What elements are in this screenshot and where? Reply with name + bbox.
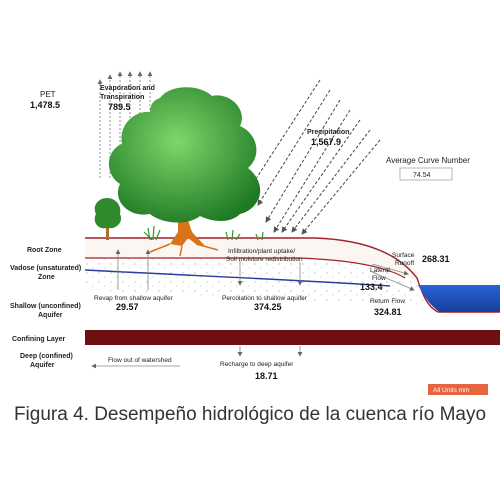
recharge-value: 18.71 bbox=[255, 371, 278, 381]
ground-surface-line bbox=[85, 237, 500, 313]
deep-aquifer-label-line2: Aquifer bbox=[30, 362, 55, 369]
grass bbox=[143, 225, 264, 241]
tree-roots bbox=[149, 243, 219, 257]
recharge-label: Recharge to deep aquifer bbox=[220, 361, 294, 368]
units-badge-label: All Units mm bbox=[433, 387, 469, 394]
evap-label-line1: Evaporation and bbox=[100, 85, 155, 92]
revap-value: 29.57 bbox=[116, 302, 139, 312]
tree-canopy bbox=[108, 87, 261, 223]
return-flow-label: Return Flow bbox=[370, 298, 405, 305]
precip-value: 1,567.9 bbox=[311, 137, 341, 147]
infiltration-label-line2: Soil moisture redistribution bbox=[226, 256, 303, 263]
curve-number-box bbox=[399, 167, 453, 181]
stream-water bbox=[418, 285, 500, 312]
surface-runoff-label-line2: Runoff bbox=[395, 260, 414, 267]
infiltration-label-line1: Infiltration/plant uptake/ bbox=[228, 248, 295, 255]
pet-label: PET bbox=[40, 90, 56, 99]
surface-runoff-label-line1: Surface bbox=[392, 252, 415, 259]
outflow-label: Flow out of watershed bbox=[108, 357, 172, 364]
root-zone-band bbox=[85, 238, 418, 282]
revap-label: Revap from shallow aquifer bbox=[94, 295, 174, 302]
small-tree bbox=[94, 198, 122, 240]
precip-label: Precipitation bbox=[307, 129, 349, 136]
return-flow-value: 324.81 bbox=[374, 307, 402, 317]
water-table-line bbox=[84, 269, 391, 287]
shallow-label-line2: Aquifer bbox=[38, 312, 63, 319]
vadose-label-line2: Zone bbox=[38, 274, 55, 281]
evap-label-line2: Transpiration bbox=[100, 94, 144, 101]
curve-number-value: 74.54 bbox=[413, 172, 431, 179]
vadose-label-line1: Vadose (unsaturated) bbox=[10, 265, 81, 272]
hydrology-diagram-svg: PET 1,478.5 Evaporation and Transpiratio… bbox=[10, 71, 500, 395]
pet-value: 1,478.5 bbox=[30, 100, 60, 110]
figure-caption: Figura 4. Desempeño hidrológico de la cu… bbox=[13, 404, 487, 425]
surface-runoff-value: 268.31 bbox=[422, 254, 450, 264]
deep-aquifer-label-line1: Deep (confined) bbox=[20, 353, 73, 360]
percolation-label: Percolation to shallow aquifer bbox=[222, 295, 308, 302]
subsurface-arrows bbox=[91, 249, 415, 369]
evap-value: 789.5 bbox=[108, 102, 131, 112]
root-zone-base-line bbox=[85, 257, 406, 279]
root-zone-label: Root Zone bbox=[27, 247, 62, 254]
lateral-flow-label-line2: Flow bbox=[372, 275, 386, 282]
percolation-value: 374.25 bbox=[254, 302, 282, 312]
vadose-zone-band bbox=[85, 258, 425, 306]
confining-layer-band bbox=[85, 330, 500, 345]
precipitation-arrows bbox=[249, 79, 381, 235]
units-badge-bg bbox=[428, 384, 488, 395]
confining-layer-label: Confining Layer bbox=[12, 336, 66, 343]
curve-number-label: Average Curve Number bbox=[386, 156, 470, 165]
shallow-label-line1: Shallow (unconfined) bbox=[10, 303, 81, 310]
large-tree bbox=[108, 87, 261, 257]
lateral-flow-value: 133.4 bbox=[360, 282, 383, 292]
lateral-flow-label-line1: Lateral bbox=[370, 267, 390, 274]
